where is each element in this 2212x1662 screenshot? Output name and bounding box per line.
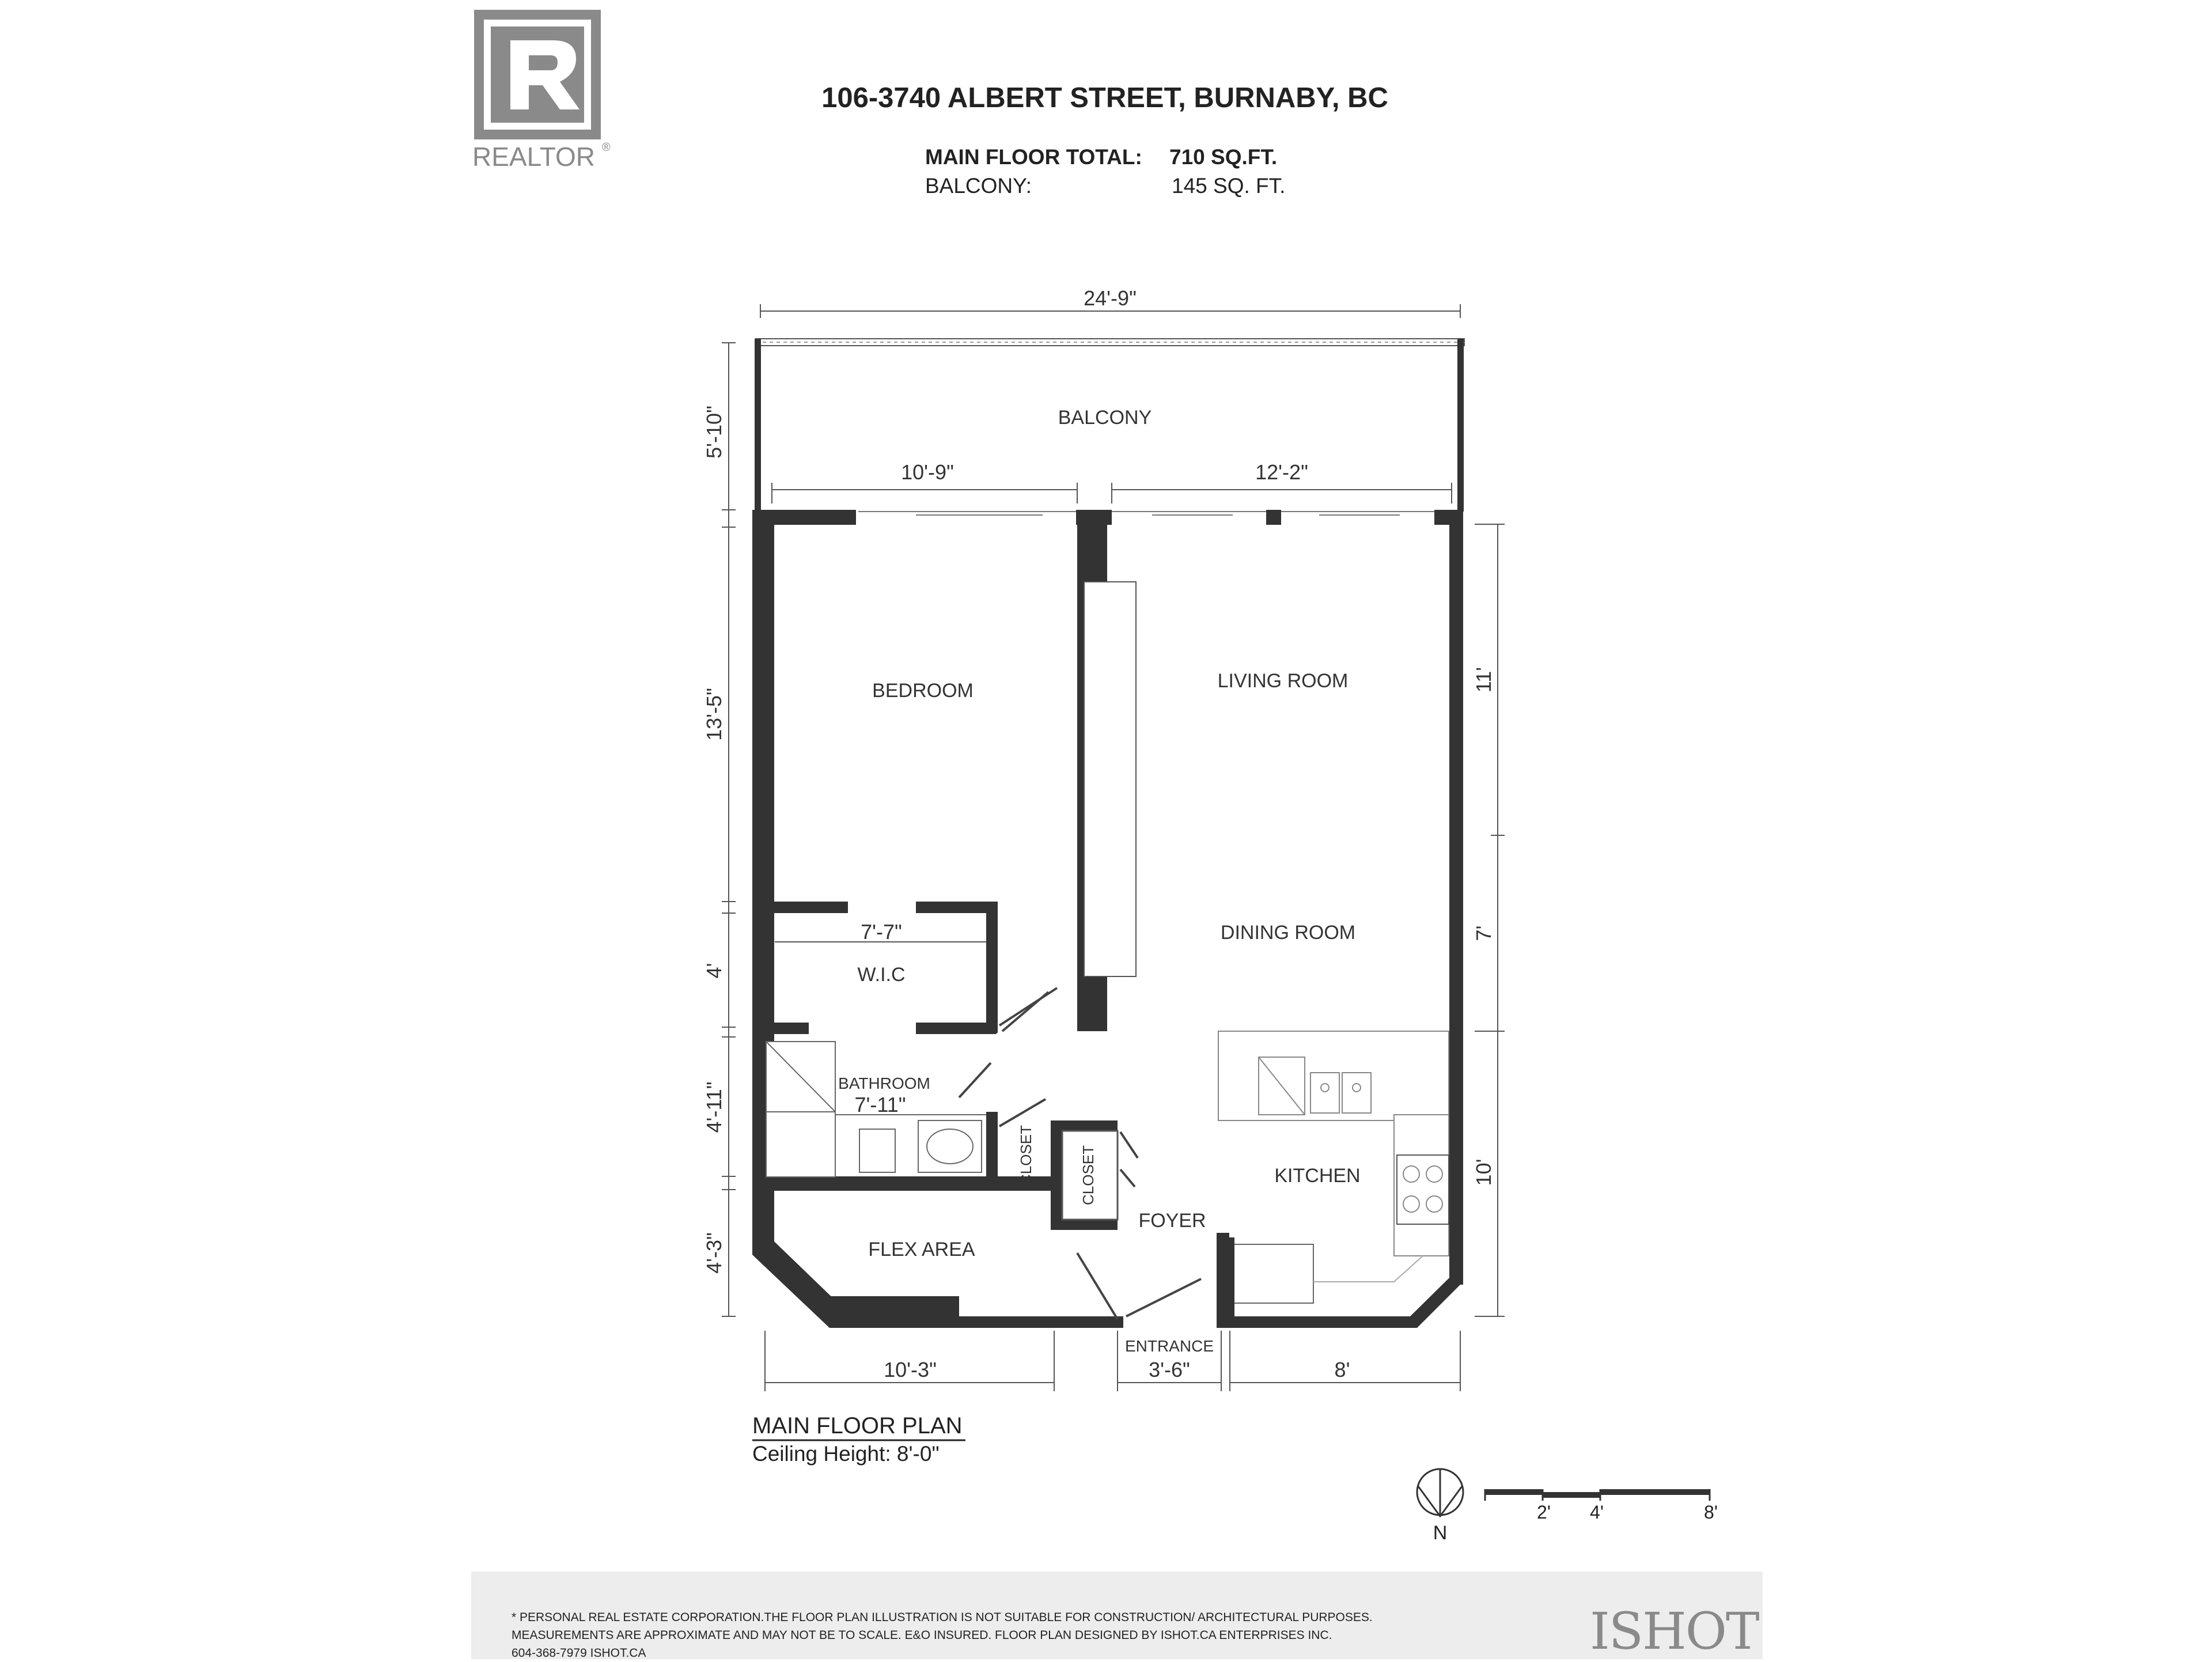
balcony-area-value: 145 SQ. FT. bbox=[1172, 174, 1285, 198]
room-label-closet-2: CLOSET bbox=[1080, 1145, 1097, 1205]
dim-bath-width: 7'-11" bbox=[854, 1093, 906, 1116]
dim-bottom-right: 8' bbox=[1335, 1358, 1350, 1381]
walls bbox=[752, 510, 1463, 1328]
dimension-labels: 24'-9" 10'-9" 12'-2" 7'-7" 7'-11" 10'-3"… bbox=[702, 286, 1495, 1381]
ceiling-height: Ceiling Height: 8'-0" bbox=[752, 1442, 940, 1466]
scale-tick-2: 2' bbox=[1537, 1502, 1551, 1523]
room-label-wic: W.I.C bbox=[857, 964, 905, 986]
registered-mark: ® bbox=[602, 141, 611, 154]
bathroom-fixtures bbox=[766, 1041, 986, 1178]
footer-line-1: * PERSONAL REAL ESTATE CORPORATION.THE F… bbox=[512, 1611, 1373, 1624]
dim-bedroom-depth: 13'-5" bbox=[702, 688, 726, 741]
room-label-balcony: BALCONY bbox=[1058, 407, 1152, 429]
room-label-flex: FLEX AREA bbox=[868, 1239, 975, 1260]
dim-wic-width: 7'-7" bbox=[861, 920, 902, 944]
address-title: 106-3740 ALBERT STREET, BURNABY, BC bbox=[821, 82, 1388, 113]
room-label-foyer: FOYER bbox=[1138, 1210, 1206, 1232]
kitchen-fixtures bbox=[1218, 1031, 1449, 1316]
dim-top-total: 24'-9" bbox=[1084, 286, 1137, 310]
dim-kitchen-depth: 10' bbox=[1472, 1159, 1495, 1186]
sliding-doors bbox=[858, 511, 1434, 516]
dim-balcony-depth: 5'-10" bbox=[702, 406, 726, 459]
footer-band bbox=[471, 1572, 1763, 1659]
room-label-living: LIVING ROOM bbox=[1218, 670, 1349, 692]
door-swings bbox=[958, 987, 1202, 1320]
scale-bar: 2' 4' 8' bbox=[1484, 1489, 1718, 1523]
plan-title: MAIN FLOOR PLAN bbox=[752, 1413, 963, 1438]
north-label: N bbox=[1433, 1522, 1448, 1544]
room-label-bathroom: BATHROOM bbox=[838, 1074, 930, 1092]
realtor-wordmark: REALTOR bbox=[472, 142, 595, 172]
scale-tick-8: 8' bbox=[1704, 1502, 1718, 1523]
north-compass: N bbox=[1416, 1468, 1464, 1544]
main-floor-label: MAIN FLOOR TOTAL: bbox=[925, 145, 1142, 169]
dim-bath-depth: 4'-11" bbox=[702, 1081, 726, 1133]
media-cabinet bbox=[1084, 581, 1137, 977]
room-label-bedroom: BEDROOM bbox=[872, 680, 974, 702]
footer-line-3: 604-368-7979 ISHOT.CA bbox=[512, 1646, 646, 1660]
dim-living-width: 12'-2" bbox=[1255, 460, 1308, 484]
main-floor-value: 710 SQ.FT. bbox=[1169, 145, 1277, 169]
dim-flex-depth: 4'-3" bbox=[702, 1232, 726, 1274]
closet-outline bbox=[1061, 1130, 1119, 1221]
dim-bottom-entrance: 3'-6" bbox=[1149, 1358, 1190, 1381]
room-labels: BALCONY BEDROOM LIVING ROOM DINING ROOM … bbox=[838, 407, 1360, 1355]
dimension-lines bbox=[722, 304, 1505, 1391]
room-label-closet-1: CLOSET bbox=[1017, 1125, 1035, 1185]
scale-tick-4: 4' bbox=[1590, 1502, 1604, 1523]
dim-bedroom-width: 10'-9" bbox=[901, 460, 954, 484]
ishot-logo: ISHOT bbox=[1590, 1602, 1760, 1661]
footer-disclaimer: * PERSONAL REAL ESTATE CORPORATION.THE F… bbox=[512, 1608, 1433, 1662]
dim-dining-depth: 7' bbox=[1472, 926, 1495, 941]
footer-line-2: MEASUREMENTS ARE APPROXIMATE AND MAY NOT… bbox=[512, 1629, 1332, 1642]
balcony-area-label: BALCONY: bbox=[925, 174, 1032, 198]
dim-living-depth: 11' bbox=[1472, 667, 1495, 692]
realtor-logo: REALTOR ® bbox=[472, 10, 611, 172]
room-label-dining: DINING ROOM bbox=[1221, 922, 1355, 944]
balcony-outline bbox=[755, 338, 1465, 512]
room-label-kitchen: KITCHEN bbox=[1274, 1165, 1360, 1187]
room-label-entrance: ENTRANCE bbox=[1125, 1337, 1214, 1355]
dim-wic-depth: 4' bbox=[702, 963, 726, 979]
dim-bottom-left: 10'-3" bbox=[884, 1358, 937, 1381]
